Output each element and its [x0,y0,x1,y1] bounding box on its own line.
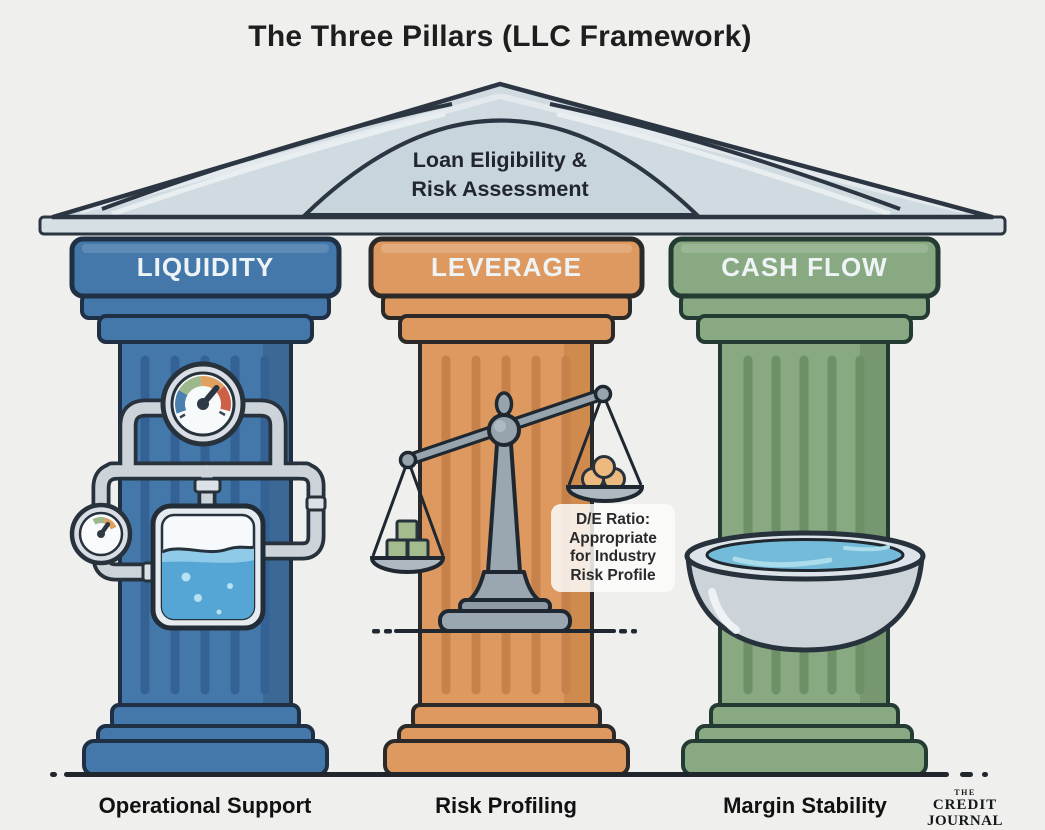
pediment-label: Loan Eligibility & Risk Assessment [300,146,700,204]
pediment-arch [300,118,702,217]
pediment [38,81,1007,236]
scale-base-tier2 [438,609,572,633]
leverage-plate-highlight [381,244,632,253]
small-gauge-icon [69,502,133,566]
bowl-highlight [708,588,740,634]
leverage-plinth [383,739,630,777]
cashflow-plinth [681,739,928,777]
pillar-caption-cashflow: Margin Stability [723,793,887,818]
balance-scale-icon [369,384,645,634]
leverage-capital-plate [368,236,645,299]
ground-dash-right [960,772,973,777]
scale-left-pan [369,556,446,574]
de-ratio-line4: Risk Profile [570,566,656,584]
pressure-gauge-icon [160,361,246,447]
pediment-label-line1: Loan Eligibility & [412,148,588,172]
tank-liquid [162,545,254,619]
pediment-right-curve [549,102,901,211]
cashflow-capital-plate [668,236,941,299]
water-bowl-icon [684,530,926,653]
small-gauge-arc-green [92,517,106,525]
pillar-label-leverage: LEVERAGE [430,252,583,282]
pediment-right-band [556,111,891,217]
liquid-tank-icon [150,503,266,631]
gauge-arc-green [178,376,202,396]
cashflow-capital-tier2 [696,314,913,344]
scale-right-knob [593,384,613,404]
gauge-arc-blue [175,389,188,414]
scale-pivot-highlight [494,420,506,432]
pillar-label-cashflow: CASH FLOW [721,252,888,282]
scale-finial [494,391,514,417]
gauge-arc-red [216,385,231,412]
ground-dot-right [982,772,988,777]
entablature-bar [38,215,1007,236]
cashflow-plate-highlight [681,244,928,253]
ground-dot-left [50,772,57,777]
scale-left-knob [398,450,418,470]
pediment-left-band [111,111,446,217]
debt-cubes [385,519,430,561]
liquidity-capital-plate [69,236,342,299]
logo-line-credit: CREDIT [932,797,998,813]
pillar-caption-liquidity: Operational Support [98,793,312,818]
scale-right-pan [565,485,645,503]
water-ripple-1 [732,556,833,568]
pillar-cashflow [668,236,941,777]
pediment-outline [50,81,995,220]
logo-line-journal: JOURNAL [926,813,1003,830]
scale-chains [371,393,643,557]
credit-journal-logo: THE CREDIT JOURNAL [921,789,1009,830]
pillar-caption-leverage: Risk Profiling [435,793,577,818]
gauge-arc-orange [200,376,225,393]
ground-line-main [64,772,949,777]
leverage-capital-tier2 [398,314,615,344]
scale-baseline-dashes [372,629,637,634]
pressure-gauge-pipes-tank-icon [69,361,327,631]
gauge-tick-right [218,410,226,417]
de-ratio-line2: Appropriate [569,529,657,547]
bowl-body [685,553,925,653]
small-gauge-hub [97,530,105,538]
pillar-label-liquidity: LIQUIDITY [136,252,275,282]
small-gauge-arc-orange [103,517,117,530]
liquidity-plate-highlight [82,244,329,253]
ground-line [50,772,988,777]
liquidity-capital-tier2 [97,314,314,344]
logo-line-the: THE [954,788,976,797]
water-ripple-2 [843,545,890,552]
de-ratio-annotation: D/E Ratio: Appropriate for Industry Risk… [551,504,675,593]
page-title: The Three Pillars (LLC Framework) [248,20,752,53]
pediment-label-line2: Risk Assessment [411,177,589,202]
gauge-tick-left [179,413,186,419]
de-ratio-line3: for Industry [569,548,657,566]
gauge-hub [197,398,209,410]
liquidity-plinth [82,739,329,777]
de-ratio-line1: D/E Ratio: [575,511,651,528]
